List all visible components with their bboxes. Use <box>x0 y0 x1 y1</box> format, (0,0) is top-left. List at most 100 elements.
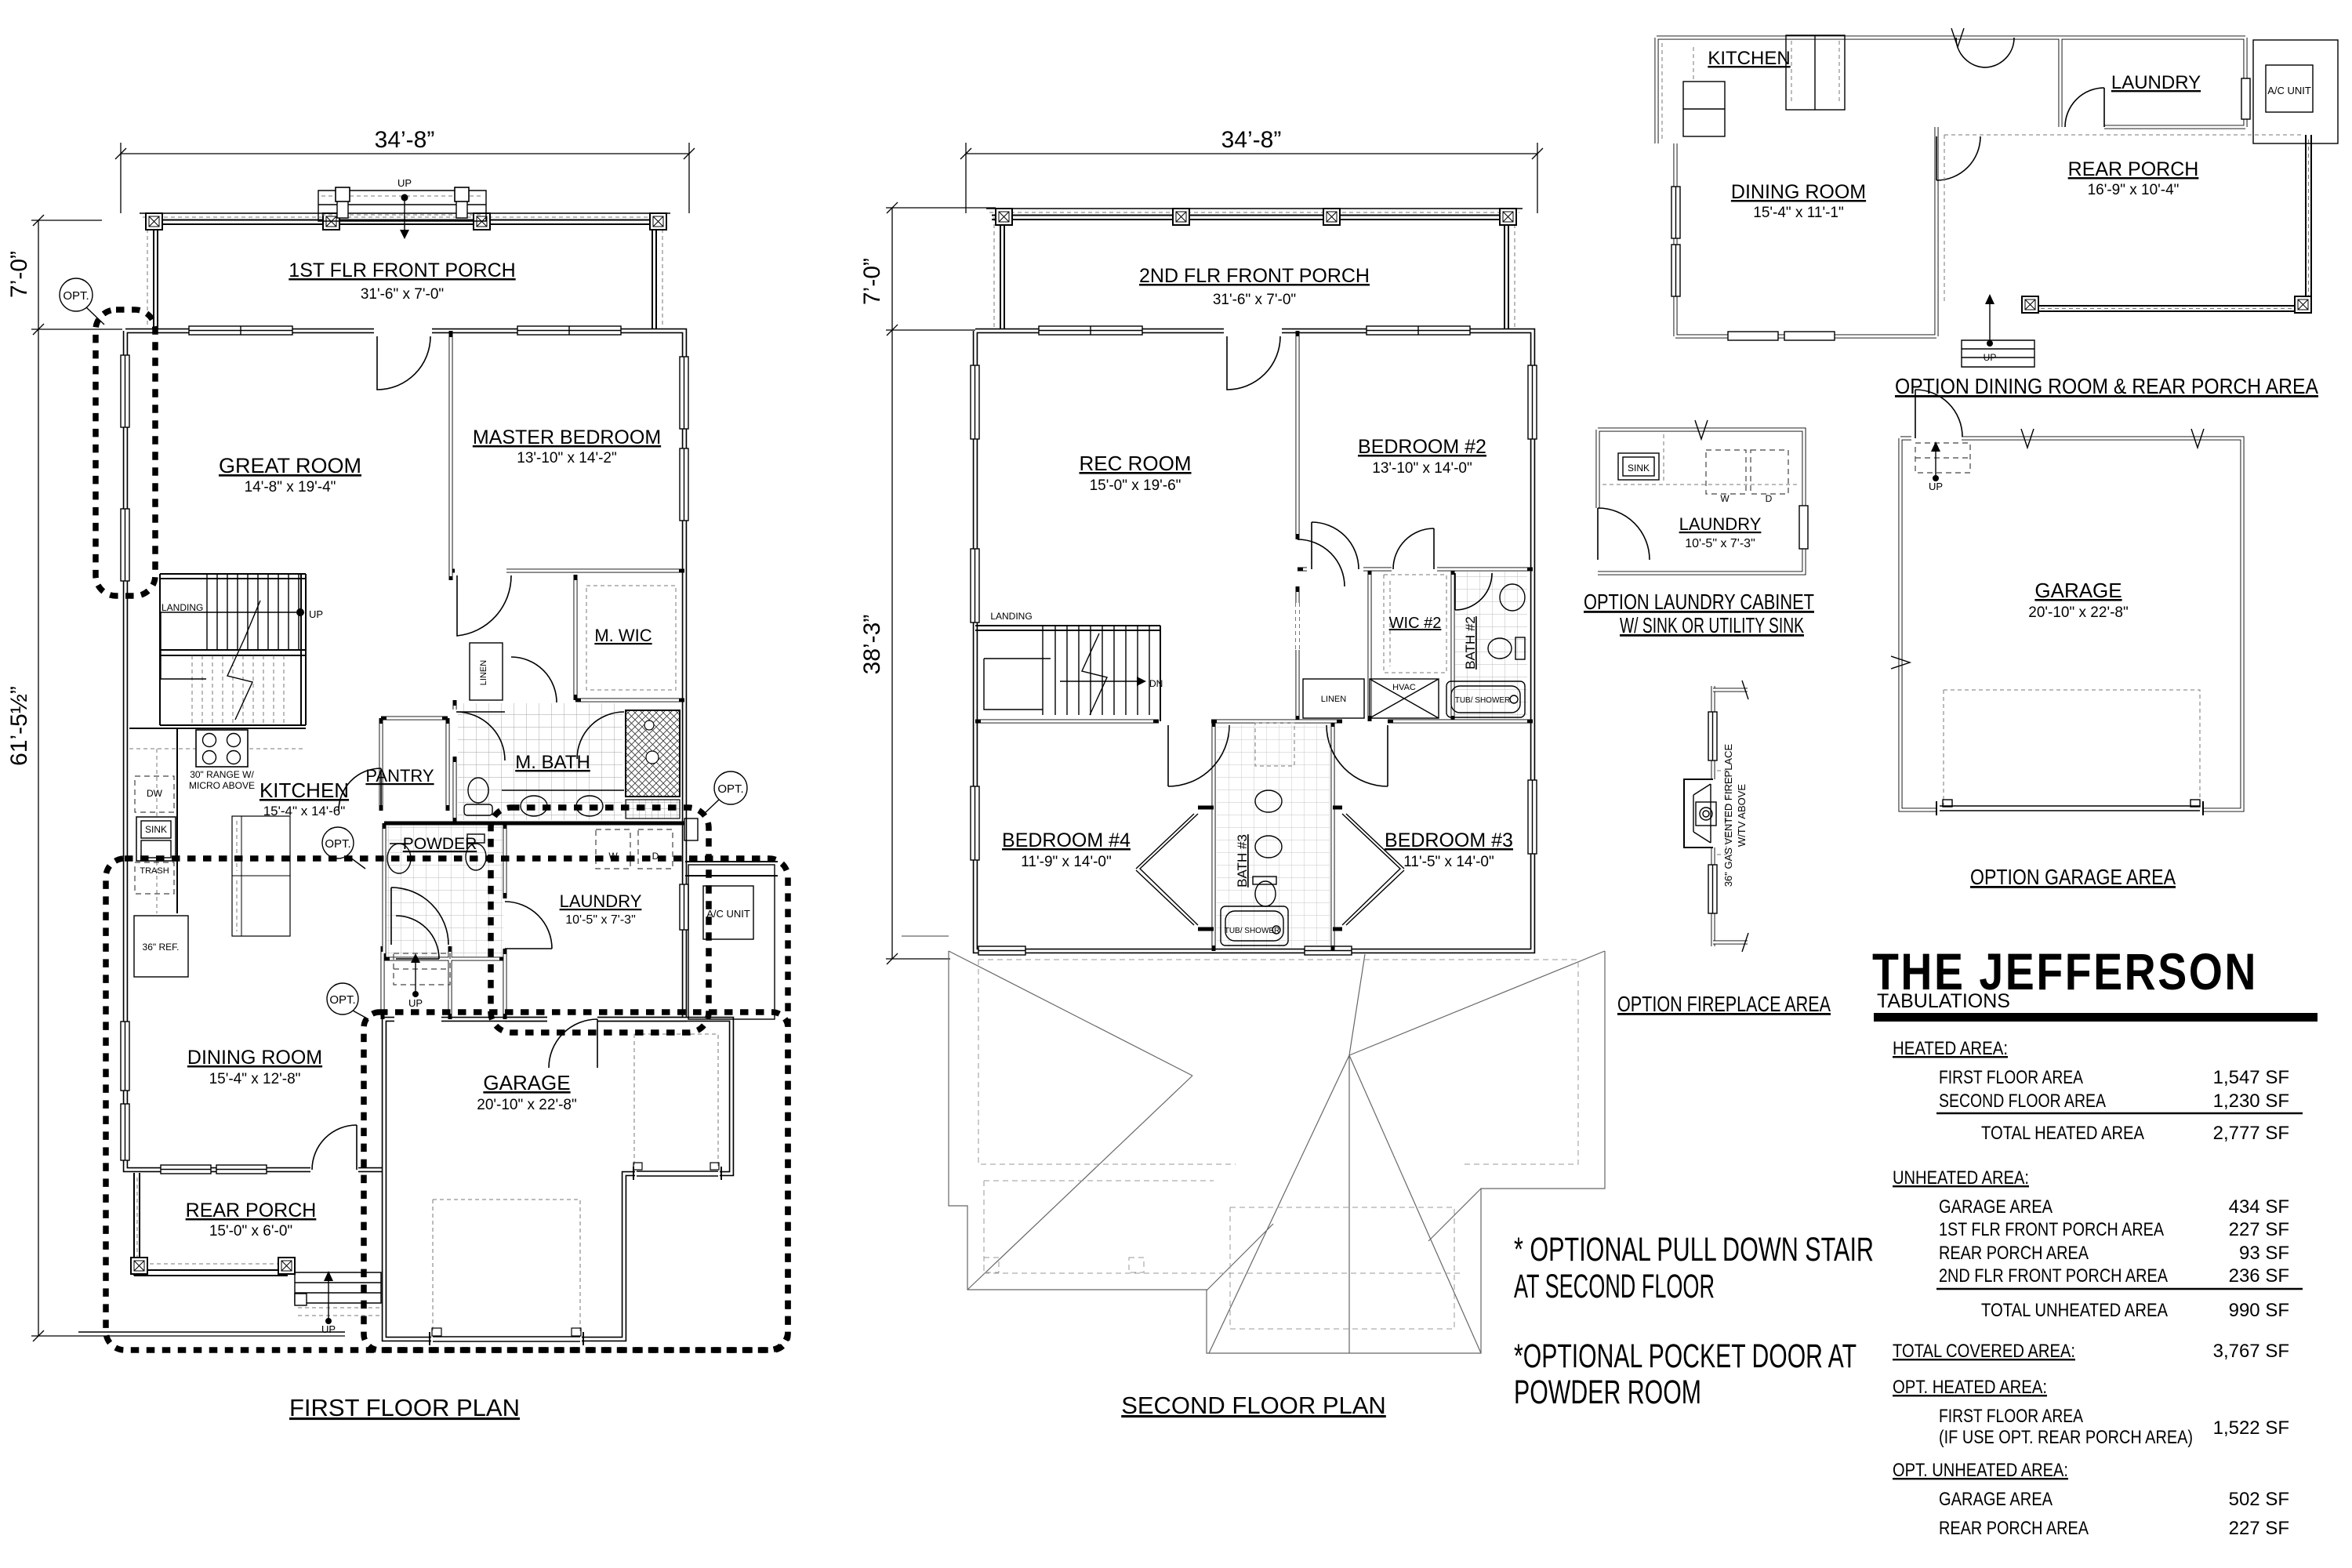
svg-text:* OPTIONAL PULL DOWN STAIR: * OPTIONAL PULL DOWN STAIR <box>1514 1231 1874 1269</box>
svg-text:15'-4" x 11'-1": 15'-4" x 11'-1" <box>1753 205 1843 221</box>
svg-text:HVAC: HVAC <box>1392 683 1416 692</box>
svg-text:990 SF: 990 SF <box>2229 1300 2289 1321</box>
svg-text:38’-3”: 38’-3” <box>859 615 885 675</box>
svg-text:TUB/ SHOWER: TUB/ SHOWER <box>1225 927 1280 935</box>
svg-text:LAUNDRY: LAUNDRY <box>1679 514 1762 534</box>
svg-text:34’-8”: 34’-8” <box>375 127 435 153</box>
svg-text:KITCHEN: KITCHEN <box>1708 48 1790 69</box>
svg-text:*OPTIONAL POCKET DOOR AT: *OPTIONAL POCKET DOOR AT <box>1514 1338 1857 1375</box>
svg-text:1ST FLR FRONT PORCH: 1ST FLR FRONT PORCH <box>289 260 515 281</box>
svg-text:2ND FLR FRONT PORCH: 2ND FLR FRONT PORCH <box>1139 265 1370 287</box>
svg-text:UP: UP <box>321 1323 336 1335</box>
svg-text:TOTAL HEATED AREA: TOTAL HEATED AREA <box>1981 1123 2144 1144</box>
svg-text:31'-6" x 7'-0": 31'-6" x 7'-0" <box>361 286 444 303</box>
svg-text:REAR PORCH AREA: REAR PORCH AREA <box>1939 1518 2089 1539</box>
svg-text:UP: UP <box>408 997 423 1009</box>
svg-text:31'-6" x 7'-0": 31'-6" x 7'-0" <box>1213 292 1296 308</box>
svg-text:POWDER: POWDER <box>403 835 477 853</box>
svg-text:(IF USE OPT. REAR PORCH AREA): (IF USE OPT. REAR PORCH AREA) <box>1939 1427 2193 1448</box>
svg-text:36" REF.: 36" REF. <box>143 942 180 953</box>
svg-text:1ST FLR FRONT PORCH AREA: 1ST FLR FRONT PORCH AREA <box>1939 1219 2164 1240</box>
svg-text:A/C UNIT: A/C UNIT <box>706 908 750 920</box>
svg-text:OPT.: OPT. <box>325 837 350 851</box>
svg-text:W: W <box>1720 493 1730 504</box>
svg-text:OPT.: OPT. <box>329 993 355 1007</box>
svg-text:BATH #2: BATH #2 <box>1463 616 1478 670</box>
svg-text:30" RANGE W/: 30" RANGE W/ <box>190 769 254 780</box>
svg-text:227 SF: 227 SF <box>2229 1518 2289 1539</box>
svg-text:13'-10" x 14'-0": 13'-10" x 14'-0" <box>1372 460 1472 477</box>
svg-text:PANTRY: PANTRY <box>365 766 434 786</box>
svg-text:OPTION LAUNDRY CABINET: OPTION LAUNDRY CABINET <box>1584 590 1814 614</box>
svg-text:434 SF: 434 SF <box>2229 1196 2289 1218</box>
svg-text:OPTION DINING ROOM & REAR PORC: OPTION DINING ROOM & REAR PORCH AREA <box>1895 374 2318 398</box>
svg-text:UP: UP <box>1984 352 1997 363</box>
svg-text:BATH #3: BATH #3 <box>1235 834 1250 887</box>
svg-text:14'-8" x 19'-4": 14'-8" x 19'-4" <box>245 479 336 495</box>
svg-text:SECOND FLOOR AREA: SECOND FLOOR AREA <box>1939 1091 2106 1112</box>
svg-text:TUB/ SHOWER: TUB/ SHOWER <box>1455 696 1511 705</box>
svg-text:DINING ROOM: DINING ROOM <box>1731 181 1866 203</box>
svg-text:SINK: SINK <box>145 824 167 835</box>
svg-text:D: D <box>1766 493 1773 504</box>
svg-text:A/C UNIT: A/C UNIT <box>2267 85 2311 96</box>
svg-text:LAUNDRY: LAUNDRY <box>2111 72 2201 93</box>
svg-text:GARAGE: GARAGE <box>483 1071 570 1094</box>
svg-text:13'-10" x 14'-2": 13'-10" x 14'-2" <box>517 450 616 466</box>
svg-text:LANDING: LANDING <box>162 602 203 613</box>
svg-text:REAR PORCH: REAR PORCH <box>186 1200 317 1221</box>
svg-text:OPT. UNHEATED AREA:: OPT. UNHEATED AREA: <box>1893 1460 2068 1481</box>
svg-text:FIRST FLOOR AREA: FIRST FLOOR AREA <box>1939 1406 2083 1427</box>
svg-text:THE JEFFERSON: THE JEFFERSON <box>1872 942 2258 1000</box>
svg-text:16'-9" x 10'-4": 16'-9" x 10'-4" <box>2088 182 2180 198</box>
svg-text:MICRO ABOVE: MICRO ABOVE <box>189 780 255 791</box>
svg-text:10'-5" x 7'-3": 10'-5" x 7'-3" <box>1685 537 1755 550</box>
svg-text:OPTION FIREPLACE AREA: OPTION FIREPLACE AREA <box>1617 992 1831 1016</box>
svg-text:DN: DN <box>1149 678 1163 689</box>
svg-text:GARAGE AREA: GARAGE AREA <box>1939 1196 2053 1218</box>
svg-text:GARAGE AREA: GARAGE AREA <box>1939 1489 2053 1510</box>
svg-text:LINEN: LINEN <box>479 660 488 685</box>
svg-text:POWDER ROOM: POWDER ROOM <box>1514 1374 1701 1411</box>
svg-text:7’-0”: 7’-0” <box>859 258 885 305</box>
svg-text:DW: DW <box>147 788 163 799</box>
svg-text:REAR PORCH AREA: REAR PORCH AREA <box>1939 1243 2089 1264</box>
svg-text:LAUNDRY: LAUNDRY <box>560 891 642 911</box>
svg-text:3,767 SF: 3,767 SF <box>2213 1341 2289 1362</box>
svg-text:TOTAL UNHEATED AREA: TOTAL UNHEATED AREA <box>1981 1300 2168 1321</box>
svg-text:TABULATIONS: TABULATIONS <box>1877 990 2010 1012</box>
svg-text:TRASH: TRASH <box>140 866 169 876</box>
svg-text:BEDROOM #2: BEDROOM #2 <box>1358 436 1486 458</box>
svg-text:OPTION GARAGE AREA: OPTION GARAGE AREA <box>1970 865 2176 889</box>
svg-text:GARAGE: GARAGE <box>2034 579 2122 602</box>
svg-text:M. WIC: M. WIC <box>594 626 652 645</box>
svg-text:20'-10" x 22'-8": 20'-10" x 22'-8" <box>477 1097 576 1113</box>
svg-text:UP: UP <box>1929 481 1943 492</box>
svg-text:11'-5" x 14'-0": 11'-5" x 14'-0" <box>1403 854 1494 870</box>
svg-text:502 SF: 502 SF <box>2229 1489 2289 1510</box>
svg-text:DINING ROOM: DINING ROOM <box>187 1047 322 1069</box>
svg-text:227 SF: 227 SF <box>2229 1219 2289 1240</box>
svg-text:UNHEATED AREA:: UNHEATED AREA: <box>1893 1167 2029 1189</box>
svg-text:2,777 SF: 2,777 SF <box>2213 1123 2289 1144</box>
svg-text:REAR PORCH: REAR PORCH <box>2068 158 2199 180</box>
svg-text:7’-0”: 7’-0” <box>6 251 32 298</box>
svg-text:1,547 SF: 1,547 SF <box>2213 1067 2289 1088</box>
svg-text:D: D <box>652 851 659 862</box>
svg-text:MASTER BEDROOM: MASTER BEDROOM <box>473 426 661 448</box>
svg-text:UP: UP <box>309 608 323 620</box>
svg-text:93 SF: 93 SF <box>2239 1243 2289 1264</box>
svg-text:LINEN: LINEN <box>1321 695 1346 704</box>
svg-text:LANDING: LANDING <box>990 611 1032 622</box>
svg-text:36" GAS VENTED FIREPLACE: 36" GAS VENTED FIREPLACE <box>1722 744 1734 887</box>
svg-text:UP: UP <box>397 177 412 189</box>
svg-text:34’-8”: 34’-8” <box>1221 127 1282 153</box>
svg-text:GREAT ROOM: GREAT ROOM <box>219 454 361 477</box>
svg-text:TOTAL COVERED AREA:: TOTAL COVERED AREA: <box>1893 1341 2075 1362</box>
svg-text:1,522 SF: 1,522 SF <box>2213 1417 2289 1439</box>
svg-text:OPT.: OPT. <box>63 289 89 303</box>
svg-text:FIRST FLOOR AREA: FIRST FLOOR AREA <box>1939 1067 2083 1088</box>
svg-text:BEDROOM #4: BEDROOM #4 <box>1002 829 1131 851</box>
svg-text:11'-9" x 14'-0": 11'-9" x 14'-0" <box>1021 854 1111 870</box>
svg-text:FIRST FLOOR PLAN: FIRST FLOOR PLAN <box>289 1394 520 1421</box>
